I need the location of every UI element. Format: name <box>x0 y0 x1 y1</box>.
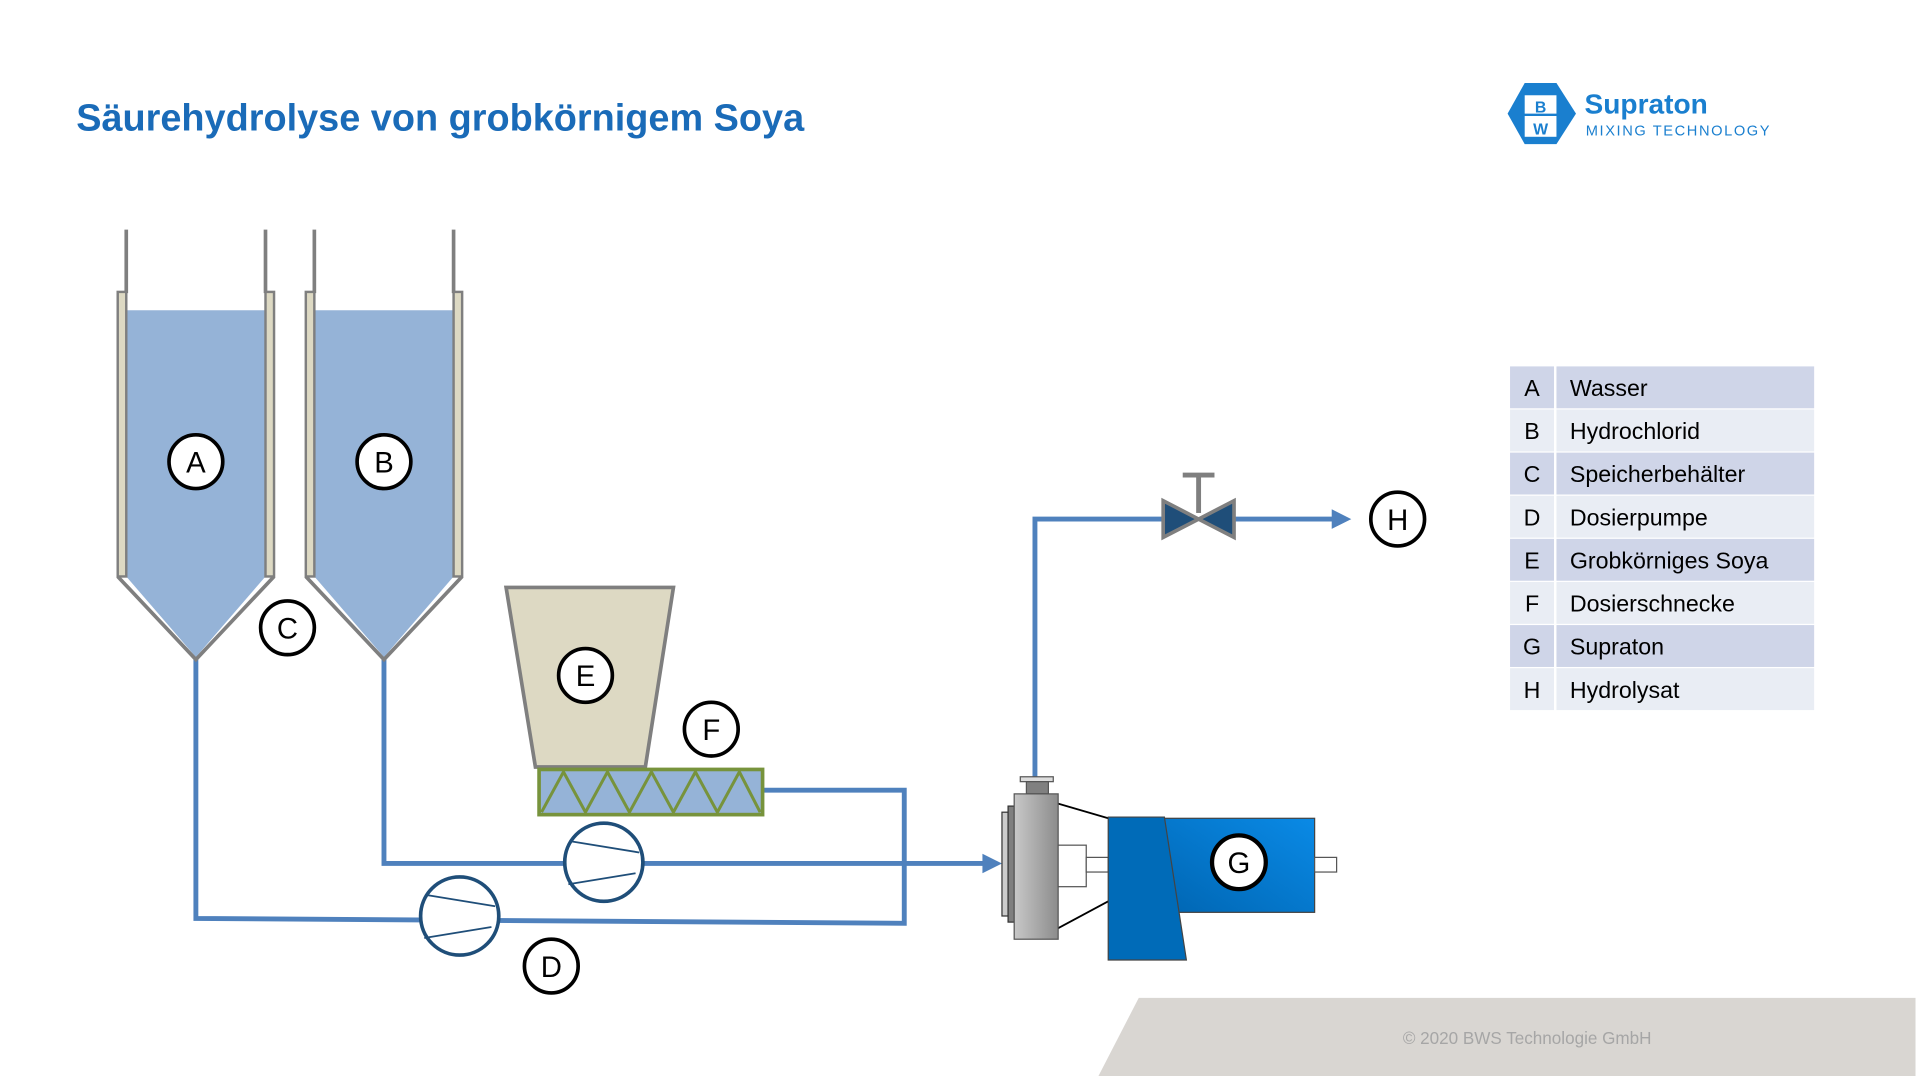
legend-label: Grobkörniges Soya <box>1570 547 1769 573</box>
svg-text:F: F <box>702 714 720 747</box>
label-d: D <box>522 937 580 995</box>
legend-key: E <box>1524 547 1539 573</box>
logo-tagline: MIXING TECHNOLOGY <box>1586 124 1771 140</box>
legend-row: D Dosierpumpe <box>1510 495 1815 538</box>
svg-text:B: B <box>374 446 394 479</box>
page-title: Säurehydrolyse von grobkörnigem Soya <box>76 98 805 140</box>
valve[interactable] <box>1161 472 1236 541</box>
legend-label: Dosierpumpe <box>1570 504 1708 530</box>
legend-key: F <box>1525 591 1539 617</box>
label-b: B <box>355 432 413 491</box>
legend-row: C Speicherbehälter <box>1510 452 1815 495</box>
legend-label: Hydrochlorid <box>1570 418 1700 444</box>
legend-row: E Grobkörniges Soya <box>1510 538 1815 581</box>
legend-label: Hydrolysat <box>1570 677 1680 703</box>
supraton-logo: B W Supraton MIXING TECHNOLOGY <box>1507 83 1771 145</box>
legend-row: B Hydrochlorid <box>1510 409 1815 452</box>
label-a: A <box>167 432 225 491</box>
label-e: E <box>556 646 615 705</box>
svg-text:G: G <box>1228 847 1251 880</box>
legend-label: Supraton <box>1570 634 1664 660</box>
legend-row: A Wasser <box>1510 366 1815 409</box>
label-g: G <box>1209 833 1268 892</box>
svg-text:C: C <box>277 612 298 645</box>
legend-row: H Hydrolysat <box>1510 668 1815 711</box>
dosing-pump-2 <box>562 821 645 904</box>
dosing-pump-1 <box>418 875 501 957</box>
legend-key: H <box>1524 677 1541 703</box>
legend-label: Wasser <box>1570 375 1648 401</box>
svg-text:E: E <box>576 660 596 693</box>
svg-text:H: H <box>1387 504 1408 537</box>
legend-key: A <box>1524 375 1540 401</box>
legend-row: F Dosierschnecke <box>1510 581 1815 624</box>
legend-key: B <box>1524 418 1539 444</box>
dosing-screw <box>537 767 765 817</box>
pipes <box>193 509 1352 926</box>
svg-text:D: D <box>541 951 562 984</box>
legend-label: Dosierschnecke <box>1570 591 1735 617</box>
supraton-machine <box>1001 776 1338 961</box>
footer-band <box>1098 997 1916 1076</box>
label-f: F <box>682 700 740 758</box>
svg-text:W: W <box>1533 121 1548 138</box>
legend-key: C <box>1524 461 1541 487</box>
legend-label: Speicherbehälter <box>1570 461 1746 487</box>
svg-text:A: A <box>186 446 206 479</box>
svg-text:B: B <box>1535 99 1546 116</box>
legend-key: G <box>1523 634 1541 660</box>
legend-row: G Supraton <box>1510 625 1815 667</box>
logo-name: Supraton <box>1585 89 1708 120</box>
legend-key: D <box>1524 504 1541 530</box>
label-c: C <box>258 599 317 657</box>
label-h: H <box>1368 490 1427 548</box>
copyright: © 2020 BWS Technologie GmbH <box>1403 1029 1652 1048</box>
